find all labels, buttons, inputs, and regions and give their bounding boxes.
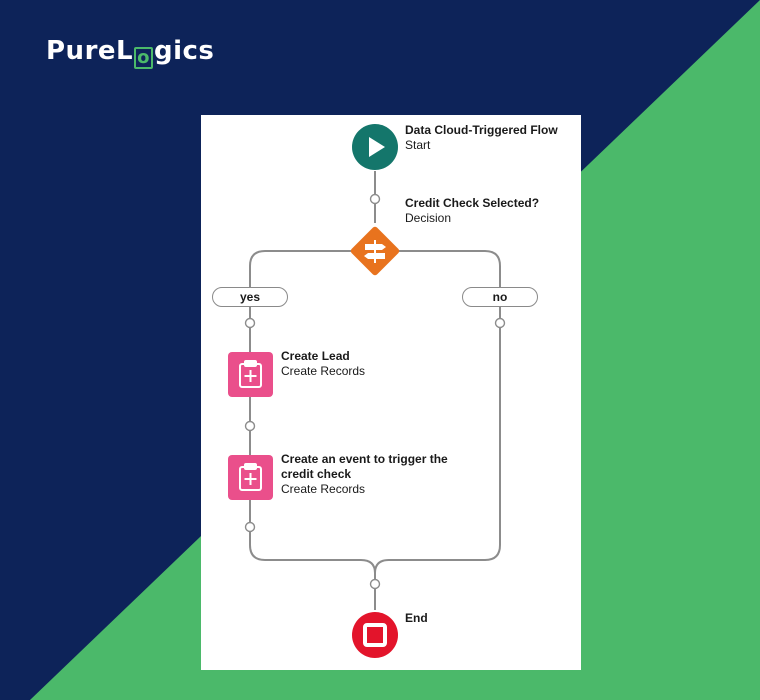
create-lead-node[interactable] [228, 352, 273, 397]
connector-dot[interactable] [244, 317, 256, 329]
decision-node[interactable] [344, 220, 406, 282]
clipboard-plus-icon [239, 360, 262, 388]
branch-no[interactable]: no [462, 287, 538, 307]
end-label: End [405, 611, 428, 625]
end-node[interactable] [352, 612, 398, 658]
create-event-node[interactable] [228, 455, 273, 500]
clipboard-plus-icon [239, 463, 262, 491]
connector-dot[interactable] [494, 317, 506, 329]
connector-dot[interactable] [369, 193, 381, 205]
flow-connectors [244, 171, 506, 610]
decision-label: Credit Check Selected? Decision [405, 196, 540, 225]
stop-icon [363, 623, 387, 647]
branch-yes[interactable]: yes [212, 287, 288, 307]
connector-dot[interactable] [369, 578, 381, 590]
connector-dot[interactable] [244, 521, 256, 533]
create-lead-label: Create Lead Create Records [281, 349, 366, 378]
start-node[interactable] [352, 124, 398, 170]
flow-canvas: Data Cloud-Triggered Flow Start Credit C… [201, 115, 581, 670]
signpost-icon [364, 240, 386, 263]
play-icon [369, 137, 385, 157]
connector-dot[interactable] [244, 420, 256, 432]
start-label: Data Cloud-Triggered Flow Start [405, 123, 558, 152]
create-event-label: Create an event to trigger the credit ch… [281, 452, 448, 496]
